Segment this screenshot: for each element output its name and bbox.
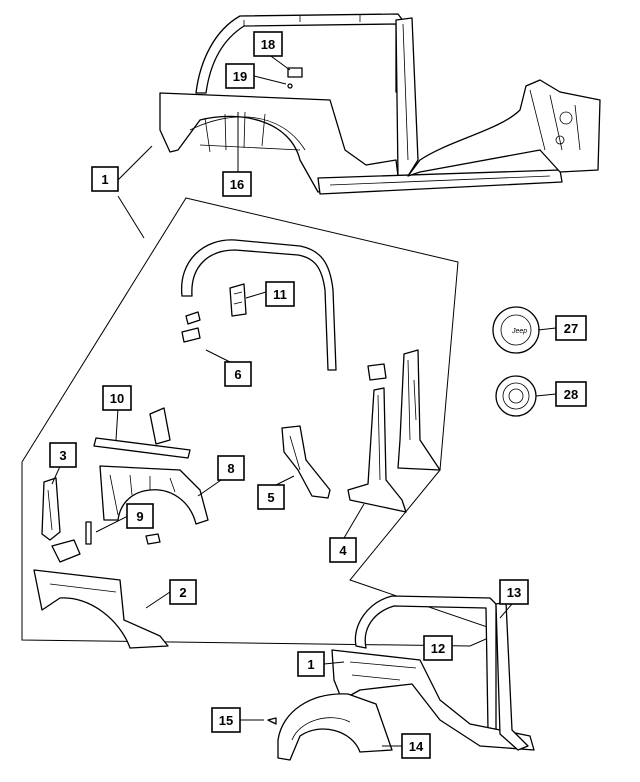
callout-18: 18 (253, 31, 283, 57)
svg-text:8: 8 (227, 461, 234, 476)
callout-3: 3 (49, 442, 77, 468)
svg-text:13: 13 (507, 585, 521, 600)
callout-19: 19 (225, 63, 255, 89)
callout-15: 15 (211, 707, 241, 733)
svg-text:4: 4 (339, 543, 347, 558)
svg-text:16: 16 (230, 177, 244, 192)
callout-2: 2 (169, 579, 197, 605)
svg-text:10: 10 (110, 391, 124, 406)
callout-8: 8 (217, 455, 245, 481)
body-side-assembly (159, 13, 601, 195)
callout-1-top: 1 (91, 166, 119, 192)
callout-9: 9 (126, 503, 154, 529)
callout-12: 12 (423, 635, 453, 661)
fuel-door-27: Jeep (492, 306, 540, 354)
callout-11: 11 (265, 281, 295, 307)
jeep-emblem-text: Jeep (511, 328, 527, 335)
callout-10: 10 (102, 385, 132, 411)
callout-13: 13 (499, 579, 529, 605)
callout-28: 28 (555, 381, 587, 407)
callout-27: 27 (555, 315, 587, 341)
svg-text:19: 19 (233, 69, 247, 84)
svg-text:1: 1 (101, 172, 108, 187)
svg-text:5: 5 (267, 490, 274, 505)
svg-text:9: 9 (136, 509, 143, 524)
exploded-parts (33, 239, 441, 649)
svg-text:14: 14 (409, 739, 424, 754)
callout-4: 4 (329, 537, 357, 563)
svg-text:28: 28 (564, 387, 578, 402)
svg-text:2: 2 (179, 585, 186, 600)
svg-text:6: 6 (234, 367, 241, 382)
callout-16: 16 (222, 171, 252, 197)
svg-text:15: 15 (219, 713, 233, 728)
callout-1-bottom: 1 (297, 651, 325, 677)
fuel-housing-28 (495, 375, 537, 417)
lower-body-side-assembly (267, 595, 535, 761)
svg-text:1: 1 (307, 657, 314, 672)
callout-6: 6 (224, 361, 252, 387)
svg-text:11: 11 (273, 287, 287, 302)
svg-text:3: 3 (59, 448, 66, 463)
callout-5: 5 (257, 484, 285, 510)
svg-text:27: 27 (564, 321, 578, 336)
svg-text:12: 12 (431, 641, 445, 656)
svg-text:18: 18 (261, 37, 275, 52)
callout-14: 14 (401, 733, 431, 759)
